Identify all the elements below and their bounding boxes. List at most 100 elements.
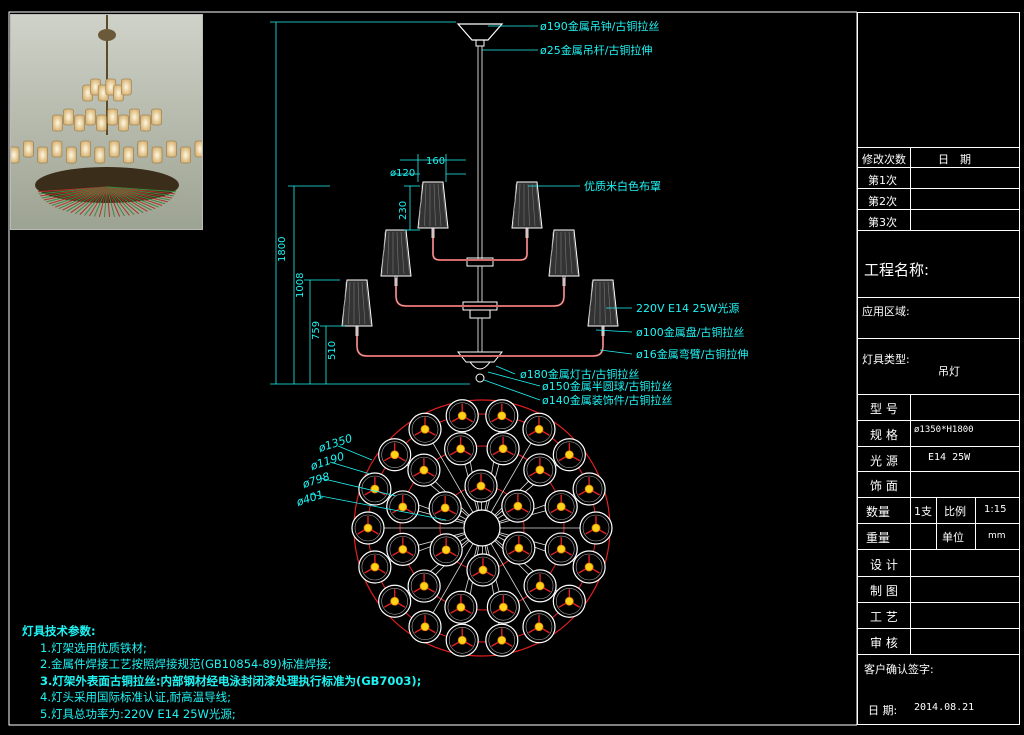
rev-label: 修改次数 [862,153,906,166]
lamp-shade [548,229,580,286]
note-4: 4.灯头采用国际标准认证,耐高温导线; [40,690,232,705]
plan-lamp [386,532,420,566]
lamp-shade [587,279,619,336]
dim-510: 510 [327,341,338,360]
plan-lamp [407,569,441,603]
callout-ornament: ø140金属装饰件/古铜拉丝 [542,393,672,407]
plan-dia-798: ø798 [300,470,331,491]
plan-lamp [408,610,442,644]
plan-lamp [486,432,520,466]
date-footer-value: 2014.08.21 [914,702,975,713]
plan-lamp [378,584,412,618]
product-photo [10,14,203,230]
plan-lamp [572,550,606,584]
date-footer-label: 日 期: [868,704,898,717]
title-block: 修改次数 日 期 第1次 第2次 第3次 工程名称: 应用区域: 灯具类型: 吊… [857,12,1020,725]
weight-label: 重量 [866,531,891,545]
dim-759: 759 [311,321,322,340]
plan-lamp [358,472,392,506]
plan-lamp [466,553,500,587]
callout-ball: ø150金属半圆球/古铜拉丝 [542,379,672,393]
note-3: 3.灯架外表面古铜拉丝:内部钢材经电泳封闭漆处理执行标准为(GB7003); [40,673,422,688]
plan-lamp [444,590,478,624]
dim-1008: 1008 [295,273,306,298]
plan-lamp [502,531,536,565]
lamp-shade [417,181,449,238]
area-label: 应用区域: [862,305,910,318]
spec-label: 规 格 [870,428,898,442]
callout-shade: 优质米白色布罩 [584,179,661,193]
light-label: 光 源 [870,454,898,468]
rev1-label: 第1次 [868,174,897,187]
callout-cup: ø180金属灯古/古铜拉丝 [520,367,639,381]
dim-120: ø120 [390,168,415,179]
plan-lamp [378,438,412,472]
rev3-label: 第3次 [868,216,897,229]
dim-230: 230 [398,201,409,220]
lamp-shade [380,229,412,286]
type-value: 吊灯 [938,365,960,378]
lamp-shade [511,181,543,238]
plan-lamp [408,412,442,446]
project-label: 工程名称: [864,261,930,279]
qty-label: 数量 [866,505,891,519]
plan-lamp [501,489,535,523]
tier-joint-top [466,257,494,267]
plan-lamp [552,438,586,472]
note-1: 1.灯架选用优质铁材; [40,640,147,655]
plan-lamp [386,490,420,524]
dim-160: 160 [426,156,445,167]
plan-lamp [572,472,606,506]
technical-notes: 灯具技术参数: 1.灯架选用优质铁材; 2.金属件焊接工艺按照焊接规范(GB10… [22,623,421,723]
spec-value: ø1350*H1800 [914,425,974,435]
model-label: 型 号 [870,402,898,416]
note-2: 2.金属件焊接工艺按照焊接规范(GB10854-89)标准焊接; [40,657,332,672]
plan-lamp [444,432,478,466]
plan-lamp [552,584,586,618]
base-dish [456,351,504,363]
plan-lamp [486,590,520,624]
dimension-lines [270,21,470,385]
plan-lamp [445,399,479,433]
draw-label: 制 图 [870,584,898,598]
drawing-border [8,11,857,726]
callout-arm: ø16金属弯臂/古铜拉伸 [636,347,748,361]
unit-value: mm [988,531,1006,541]
chandelier-photo-image [11,15,202,229]
dim-1800: 1800 [277,237,288,262]
plan-lamp [351,511,385,545]
qty-value: 1支 [914,505,932,518]
review-label: 审 核 [870,636,898,650]
canopy-neck [475,39,485,47]
plan-dia-401: ø401 [294,488,325,509]
note-5: 5.灯具总功率为:220V E14 25W光源; [40,706,236,721]
unit-label: 单位 [942,531,964,544]
plan-lamp [579,511,613,545]
plan-lamp [358,550,392,584]
plan-view: ø1350 ø1190 ø798 ø401 [294,399,613,657]
light-value: E14 25W [928,452,971,463]
finish-label: 饰 面 [870,479,898,493]
scale-value: 1:15 [984,504,1007,515]
notes-title: 灯具技术参数: [22,624,96,638]
callout-rod: ø25金属吊杆/古铜拉伸 [540,43,652,57]
elevation-view: 1800 1008 759 510 230 160 ø120 ø190金属吊钟/… [270,19,748,407]
plan-lamp [485,399,519,433]
craft-label: 工 艺 [870,610,898,624]
callout-source: 220V E14 25W光源 [636,301,739,315]
plan-lamp [407,453,441,487]
callout-canopy: ø190金属吊钟/古铜拉丝 [540,19,659,33]
technical-drawing: 1800 1008 759 510 230 160 ø120 ø190金属吊钟/… [8,11,857,726]
plan-lamp [485,623,519,657]
date-label: 日 期 [938,153,971,166]
plan-center-hub [463,509,501,547]
client-label: 客户确认签字: [864,663,934,676]
type-label: 灯具类型: [862,353,910,366]
plan-lamp [445,623,479,657]
plan-lamp [429,533,463,567]
plan-lamp [523,569,557,603]
plan-lamp [523,453,557,487]
plan-lamp [522,610,556,644]
plan-lamp [428,491,462,525]
plan-lamp [464,469,498,503]
